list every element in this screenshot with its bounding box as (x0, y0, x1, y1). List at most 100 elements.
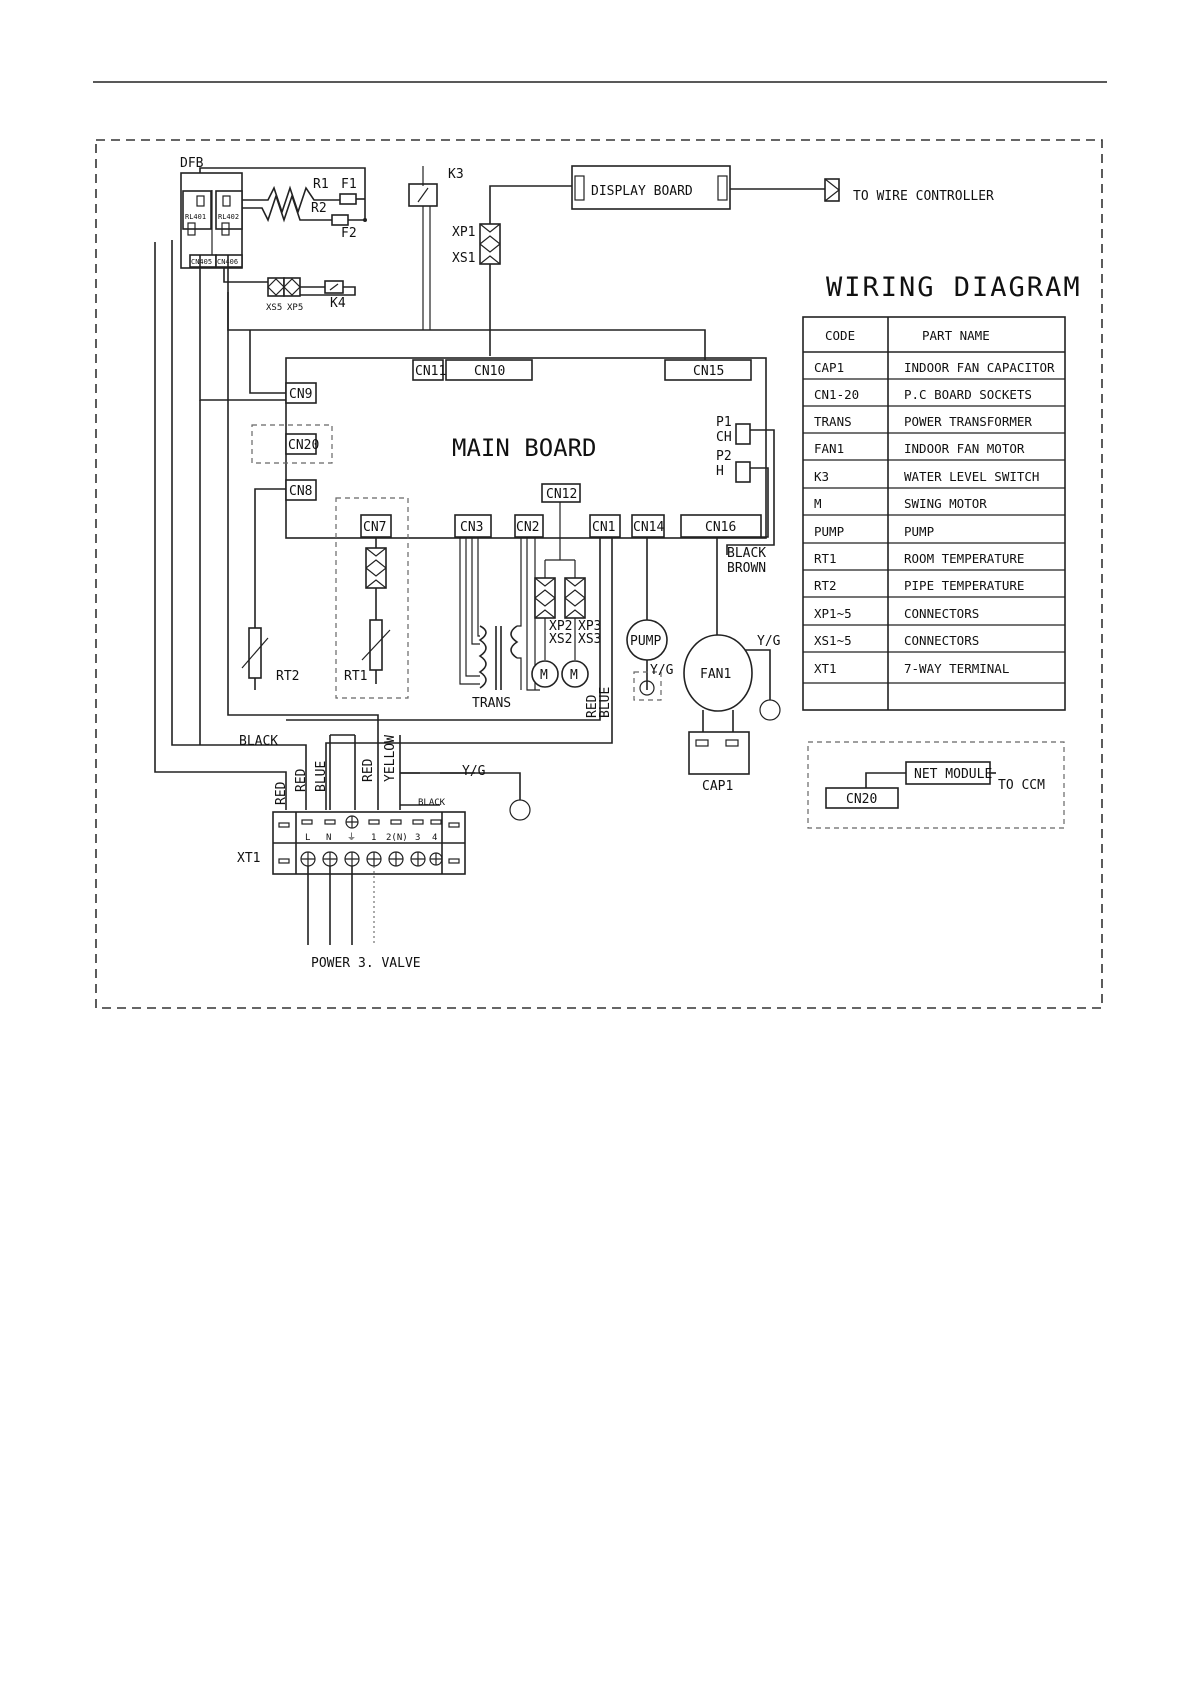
table-name: INDOOR FAN CAPACITOR (904, 360, 1055, 375)
terminal-earth: ⏚ (347, 832, 356, 843)
xp3-label: XP3 (578, 619, 601, 634)
xs2-label: XS2 (549, 632, 572, 647)
table-name: SWING MOTOR (904, 496, 987, 511)
cn405-label: CN405 (191, 258, 212, 266)
table-code: CAP1 (814, 360, 844, 375)
r2-resistor (242, 193, 340, 223)
terminal-2n: 2(N) (386, 833, 408, 843)
table-name: PIPE TEMPERATURE (904, 578, 1024, 593)
h-label: H (716, 464, 724, 479)
cn14-label: CN14 (633, 520, 664, 535)
to-ccm-label: TO CCM (998, 778, 1045, 793)
yellow-label-xt1: YELLOW (383, 735, 398, 782)
cn3-label: CN3 (460, 520, 483, 535)
k4-label: K4 (330, 296, 346, 311)
black-label-xt1: BLACK (239, 734, 278, 749)
pump-label: PUMP (630, 634, 661, 649)
table-code: XS1~5 (814, 633, 852, 648)
cn20-net-label: CN20 (846, 792, 877, 807)
table-code: M (814, 496, 822, 511)
m-label-2: M (570, 668, 578, 683)
blue-label-cn1: BLUE (598, 687, 613, 718)
xp1-label: XP1 (452, 225, 475, 240)
m-label-1: M (540, 668, 548, 683)
terminal-3: 3 (415, 833, 420, 843)
outer-frame (95, 139, 1103, 1009)
table-name: ROOM TEMPERATURE (904, 551, 1024, 566)
parts-table (802, 316, 1066, 711)
rt2-label: RT2 (276, 669, 299, 684)
rl402-label: RL402 (218, 213, 239, 221)
yg-label-pump: Y/G (650, 663, 674, 678)
black-wire-label: BLACK (727, 546, 766, 561)
cn11-label: CN11 (415, 364, 446, 379)
cn2-label: CN2 (516, 520, 539, 535)
cn10-label: CN10 (474, 364, 505, 379)
f1-label: F1 (341, 177, 357, 192)
swing-motor-1 (531, 660, 559, 688)
trans-label: TRANS (472, 696, 511, 711)
table-name: PUMP (904, 524, 934, 539)
main-board-label: MAIN BOARD (452, 434, 597, 462)
table-name: 7-WAY TERMINAL (904, 661, 1009, 676)
xs3-label: XS3 (578, 632, 601, 647)
rl401-label: RL401 (185, 213, 206, 221)
table-code: TRANS (814, 414, 852, 429)
terminal-l: L (305, 833, 310, 843)
cn15-label: CN15 (693, 364, 724, 379)
table-name: WATER LEVEL SWITCH (904, 469, 1039, 484)
yg-label-xt1: Y/G (462, 764, 486, 779)
table-code: RT2 (814, 578, 837, 593)
red-label-cn1: RED (585, 694, 600, 718)
power-label: POWER (311, 956, 350, 971)
swing-motor-2 (561, 660, 589, 688)
f2-fuse (331, 214, 349, 226)
diagram-title: WIRING DIAGRAM (826, 272, 1082, 303)
black-label-xt1b: BLACK (418, 798, 446, 808)
p1-label: P1 (716, 415, 732, 430)
table-header-name: PART NAME (922, 328, 990, 343)
xp2-label: XP2 (549, 619, 572, 634)
fan1-motor (683, 634, 753, 712)
terminal-n: N (326, 833, 331, 843)
dfb-label: DFB (180, 156, 204, 171)
xp5-label: XP5 (287, 303, 303, 313)
terminal-1: 1 (371, 833, 376, 843)
xt1-screws (300, 815, 443, 867)
table-code: RT1 (814, 551, 837, 566)
table-name: CONNECTORS (904, 606, 979, 621)
table-code: XP1~5 (814, 606, 852, 621)
p2-label: P2 (716, 449, 732, 464)
rt1-label: RT1 (344, 669, 367, 684)
f2-label: F2 (341, 226, 357, 241)
table-name: POWER TRANSFORMER (904, 414, 1032, 429)
cn9-label: CN9 (289, 387, 312, 402)
yg-label-fan: Y/G (757, 634, 781, 649)
xt1-label: XT1 (237, 851, 260, 866)
display-board (571, 165, 731, 210)
net-module-label: NET MODULE (914, 767, 992, 782)
table-name: P.C BOARD SOCKETS (904, 387, 1032, 402)
xs5-label: XS5 (266, 303, 282, 313)
valve-label: 3. VALVE (358, 956, 421, 971)
cn1-label: CN1 (592, 520, 615, 535)
red-label-xt1c: RED (361, 758, 376, 782)
display-board-label: DISPLAY BOARD (591, 184, 693, 199)
red-label-xt1b: RED (294, 768, 309, 792)
table-code: PUMP (814, 524, 844, 539)
trans-primary-coil (478, 625, 487, 689)
table-code: FAN1 (814, 441, 844, 456)
xs1-label: XS1 (452, 251, 475, 266)
ch-label: CH (716, 430, 732, 445)
cn16-label: CN16 (705, 520, 736, 535)
to-wire-controller: TO WIRE CONTROLLER (853, 189, 994, 204)
net-module-group (807, 741, 1065, 829)
r1-label: R1 (313, 177, 329, 192)
k3-label: K3 (448, 167, 464, 182)
cn7-label: CN7 (363, 520, 386, 535)
cn20-label: CN20 (288, 438, 319, 453)
cn12-label: CN12 (546, 487, 577, 502)
fan1-label: FAN1 (700, 667, 731, 682)
terminal-4: 4 (432, 833, 437, 843)
